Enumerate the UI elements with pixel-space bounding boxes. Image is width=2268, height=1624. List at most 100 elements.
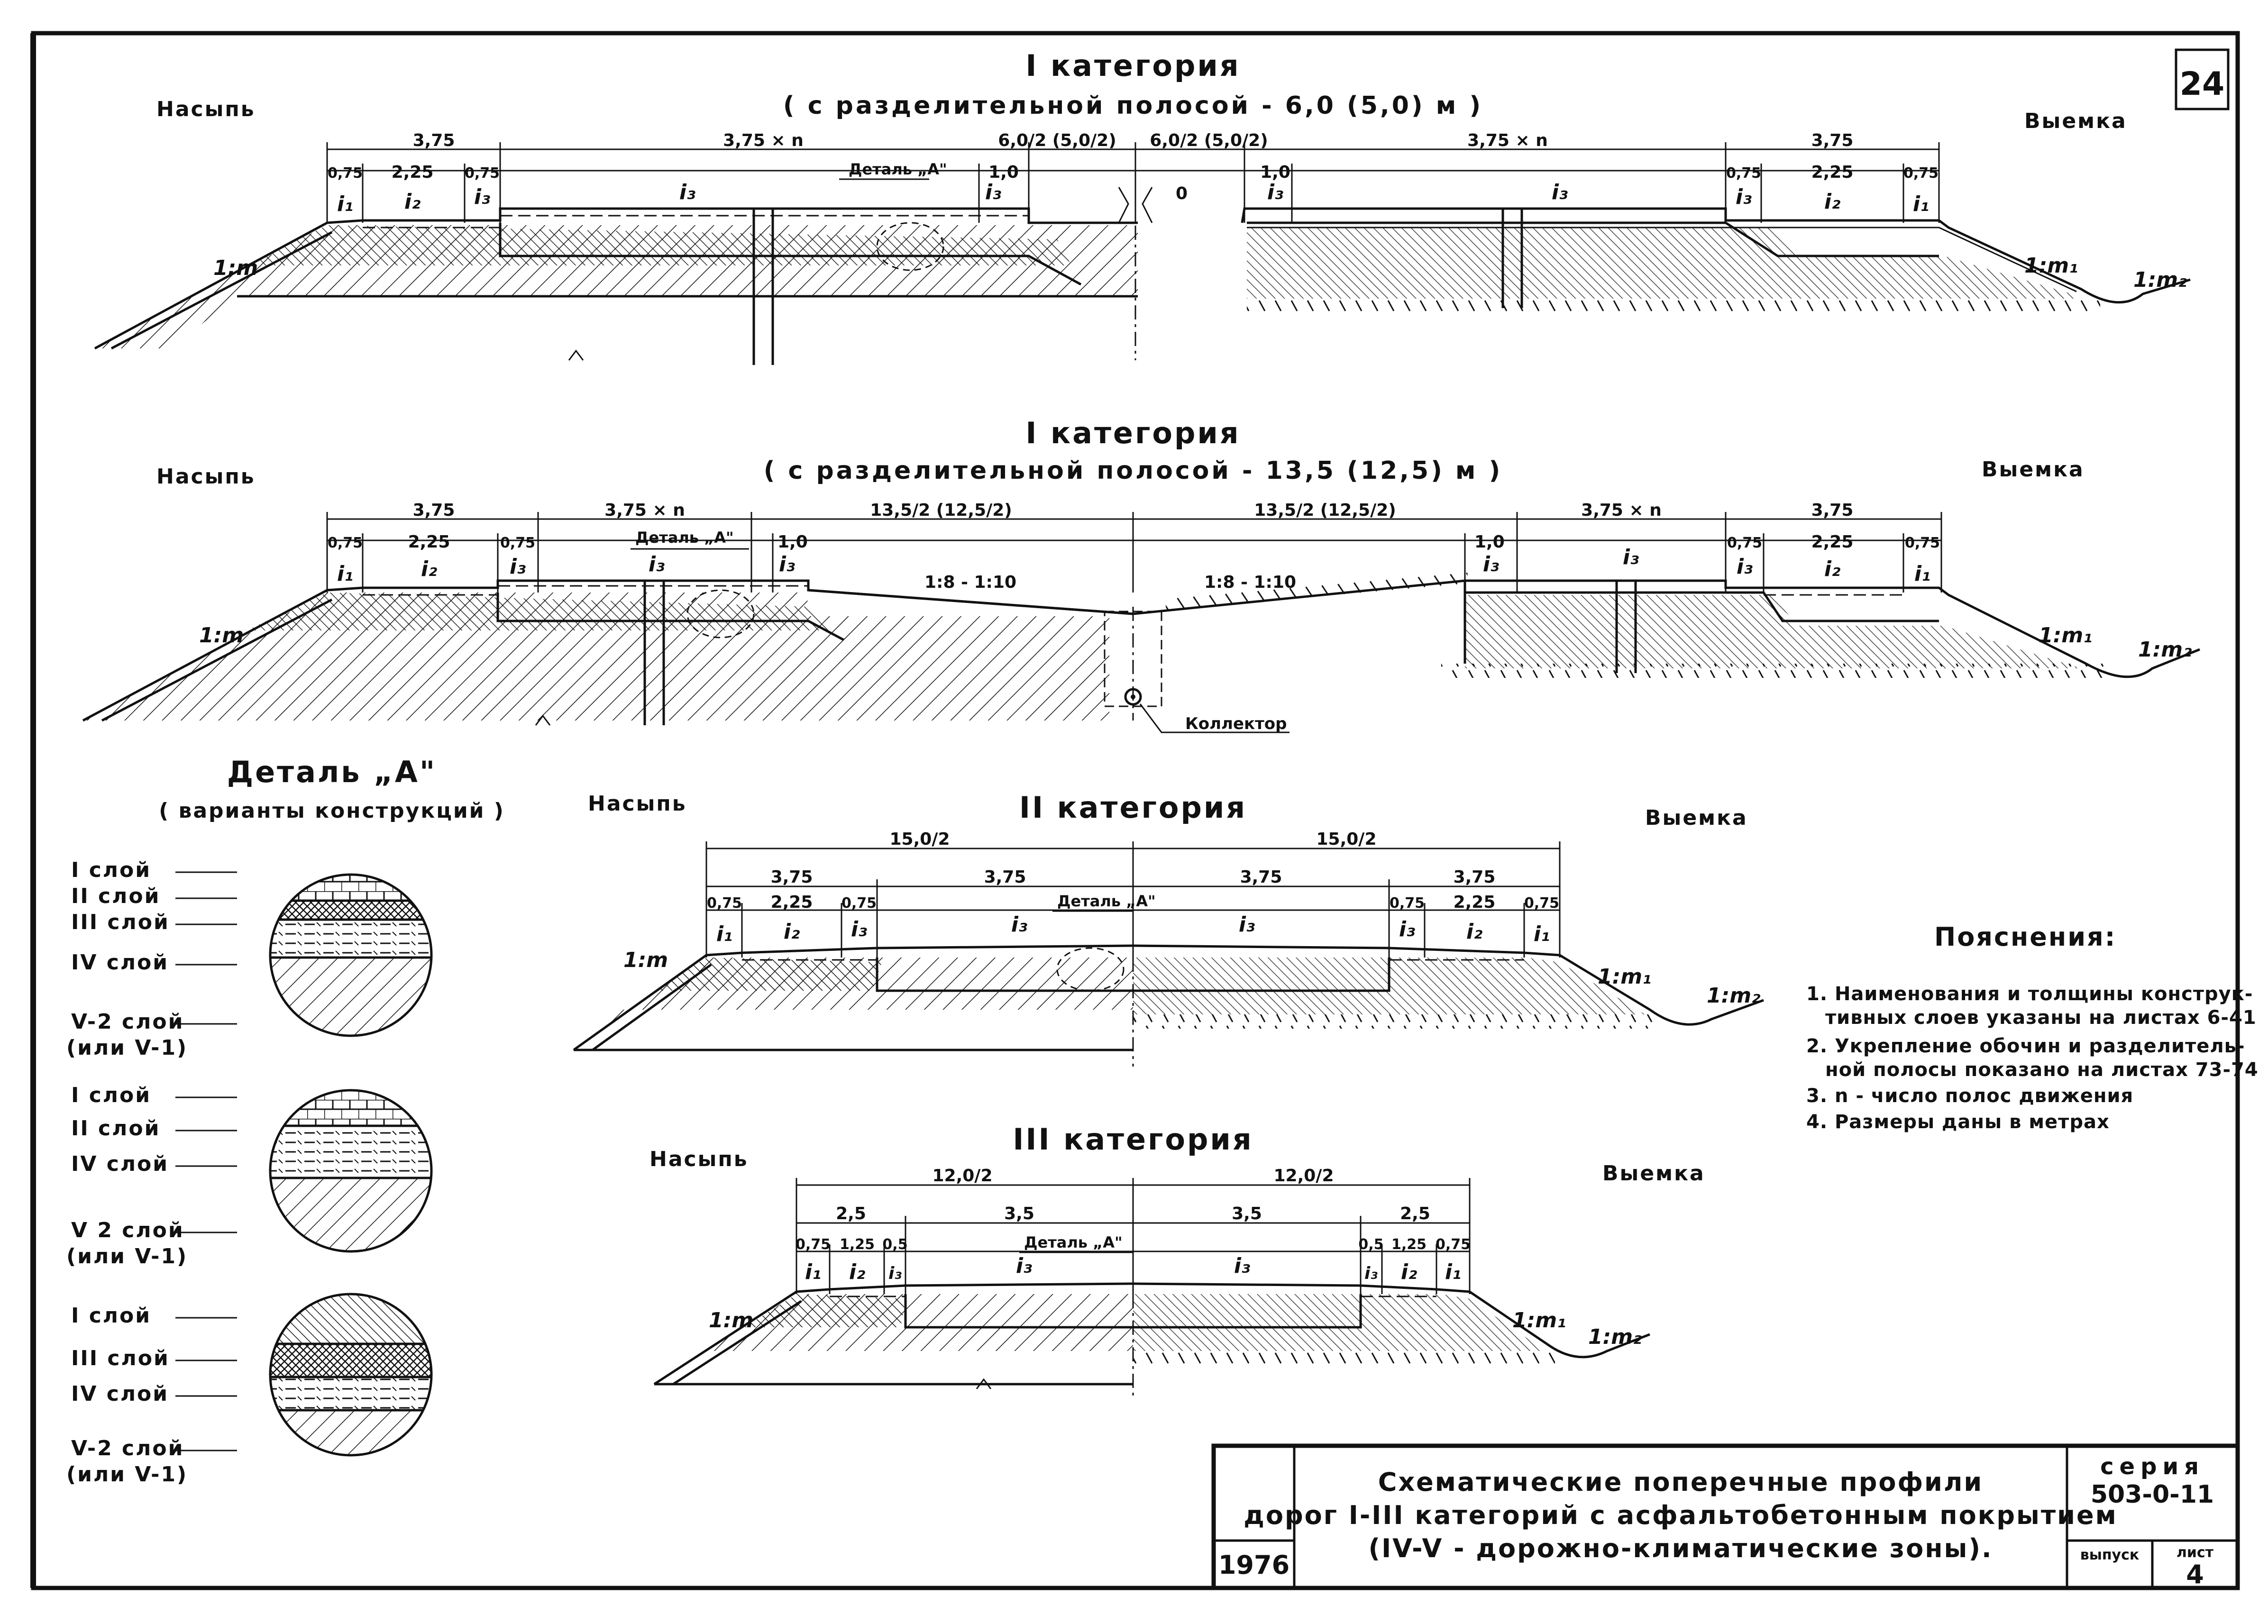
note-line: ной полосы показано на листах 73-74 [1825, 1059, 2259, 1081]
dim: 2,25 [1454, 893, 1496, 912]
layer-label: V-2 слой [71, 1010, 184, 1034]
slope: i₃ [679, 180, 695, 204]
side-slope: 1:m₁ [2039, 623, 2092, 648]
side-slope: 1:m [623, 948, 668, 972]
slope: i₃ [1737, 555, 1753, 579]
layer-label: III слой [71, 1346, 170, 1370]
slope: i₂ [404, 190, 421, 214]
right-label: Выемка [1982, 457, 2085, 482]
slope: i₂ [1466, 920, 1482, 944]
dim: 13,5/2 (12,5/2) [870, 501, 1012, 520]
dim: 2,5 [836, 1204, 866, 1223]
layer-label: I слой [71, 1083, 151, 1107]
right-label: Выемка [1645, 806, 1748, 830]
layer-label: II слой [71, 1116, 160, 1140]
detail-callout: Деталь „А" [849, 160, 947, 178]
dim: 0,75 [500, 535, 535, 551]
slope: i₃ [888, 1264, 902, 1283]
layer-label: I слой [71, 1304, 151, 1328]
layer-label: (или V-1) [66, 1036, 188, 1060]
side-slope: 1:m₁ [1512, 1308, 1566, 1332]
layer-label: V-2 слой [71, 1436, 184, 1460]
series-label: серия [2100, 1453, 2204, 1480]
note-line: 4. Размеры даны в метрах [1806, 1111, 2110, 1133]
detail-variant-1 [270, 875, 431, 1036]
slope: i₃ [851, 917, 867, 941]
dim: 6,0/2 (5,0/2) [1150, 131, 1268, 150]
dim: 0,75 [328, 535, 363, 551]
slope: i₃ [1267, 180, 1283, 204]
issue-label: выпуск [2080, 1547, 2140, 1563]
side-slope: 1:m [213, 256, 258, 280]
profile-cat1-6m: I категория ( с разделительной полосой -… [94, 48, 2191, 365]
detail-title: Деталь „А" [227, 755, 437, 789]
side-slope: 1:m₂ [1588, 1325, 1642, 1349]
sheet-number-box: 24 [2175, 48, 2230, 110]
dim: 3,5 [1232, 1204, 1262, 1223]
dim: 0,75 [328, 165, 363, 182]
dim: 0,5 [1358, 1236, 1383, 1253]
sheet-label: лист [2177, 1544, 2214, 1561]
note-line: 2. Укрепление обочин и разделитель- [1806, 1035, 2245, 1057]
slope: i₁ [337, 192, 353, 216]
layer-label: (или V-1) [66, 1244, 188, 1268]
detail-variant-2 [270, 1090, 431, 1251]
dim: 0,75 [796, 1236, 831, 1253]
slope: i₁ [1914, 562, 1930, 586]
sheet-value: 4 [2186, 1560, 2204, 1589]
slope: i₃ [1552, 180, 1568, 204]
detail-callout: Деталь „А" [1024, 1233, 1123, 1251]
dim: 3,75 [1240, 867, 1282, 887]
layer-label: (или V-1) [66, 1462, 188, 1487]
layer-label: V 2 слой [71, 1218, 184, 1242]
layer-label: IV слой [71, 1382, 169, 1406]
sheet-number: 24 [2180, 65, 2225, 103]
profile-subtitle: ( с разделительной полосой - 13,5 (12,5)… [764, 456, 1503, 485]
dim: 3,75 × n [1581, 501, 1662, 520]
layer-label: IV слой [71, 1152, 169, 1176]
layer-label: III слой [71, 910, 170, 934]
dim: 0,75 [1726, 165, 1761, 182]
dim: 1,25 [840, 1236, 875, 1253]
slope: i₃ [1623, 545, 1639, 569]
dim: 15,0/2 [1316, 830, 1376, 849]
notes-title: Пояснения: [1934, 922, 2116, 952]
dim: 2,25 [408, 532, 450, 552]
dim: 6,0/2 (5,0/2) [998, 131, 1116, 150]
zero-mark: 0 [1176, 184, 1188, 203]
dim: 1,0 [988, 163, 1019, 182]
dim: 3,75 [984, 867, 1026, 887]
slope: i₃ [649, 552, 665, 576]
dim: 0,75 [707, 895, 742, 912]
dim: 1,25 [1391, 1236, 1427, 1253]
dim: 2,25 [392, 163, 434, 182]
dim: 2,25 [1811, 163, 1854, 182]
profile-title: I категория [1025, 48, 1240, 83]
profile-cat3: Насыпь III категория Выемка 12,0/2 12,0/… [649, 1122, 1705, 1398]
right-label: Выемка [1602, 1161, 1705, 1186]
side-slope: 1:m₂ [1707, 984, 1760, 1008]
slope: i₃ [1736, 185, 1752, 209]
dim: 0,75 [1436, 1236, 1471, 1253]
detail-callout: Деталь „А" [1057, 892, 1156, 910]
profile-title: I категория [1025, 416, 1240, 450]
profile-cat2: Насыпь II категория Выемка 15,0/2 15,0/2… [573, 790, 1764, 1067]
dim: 3,75 [1811, 131, 1854, 150]
slope: i₃ [474, 185, 490, 209]
detail-subtitle: ( варианты конструкций ) [159, 799, 505, 823]
profile-subtitle: ( с разделительной полосой - 6,0 (5,0) м… [783, 91, 1483, 120]
notes-block: Пояснения: 1. Наименования и толщины кон… [1806, 922, 2259, 1133]
slope: i₂ [1824, 557, 1840, 581]
profile-title: II категория [1019, 790, 1247, 825]
dim: 0,75 [465, 165, 500, 182]
layer-label: IV слой [71, 950, 169, 975]
year: 1976 [1218, 1550, 1289, 1580]
side-slope: 1:m [709, 1308, 753, 1332]
dim: 3,75 × n [723, 131, 804, 150]
left-label: Насыпь [649, 1147, 749, 1171]
layer-label: II слой [71, 884, 160, 908]
dim: 0,75 [1727, 535, 1762, 551]
title-line: дорог I-III категорий с асфальтобетонным… [1244, 1500, 2117, 1530]
title-block: Схематические поперечные профили дорог I… [1211, 1443, 2240, 1590]
